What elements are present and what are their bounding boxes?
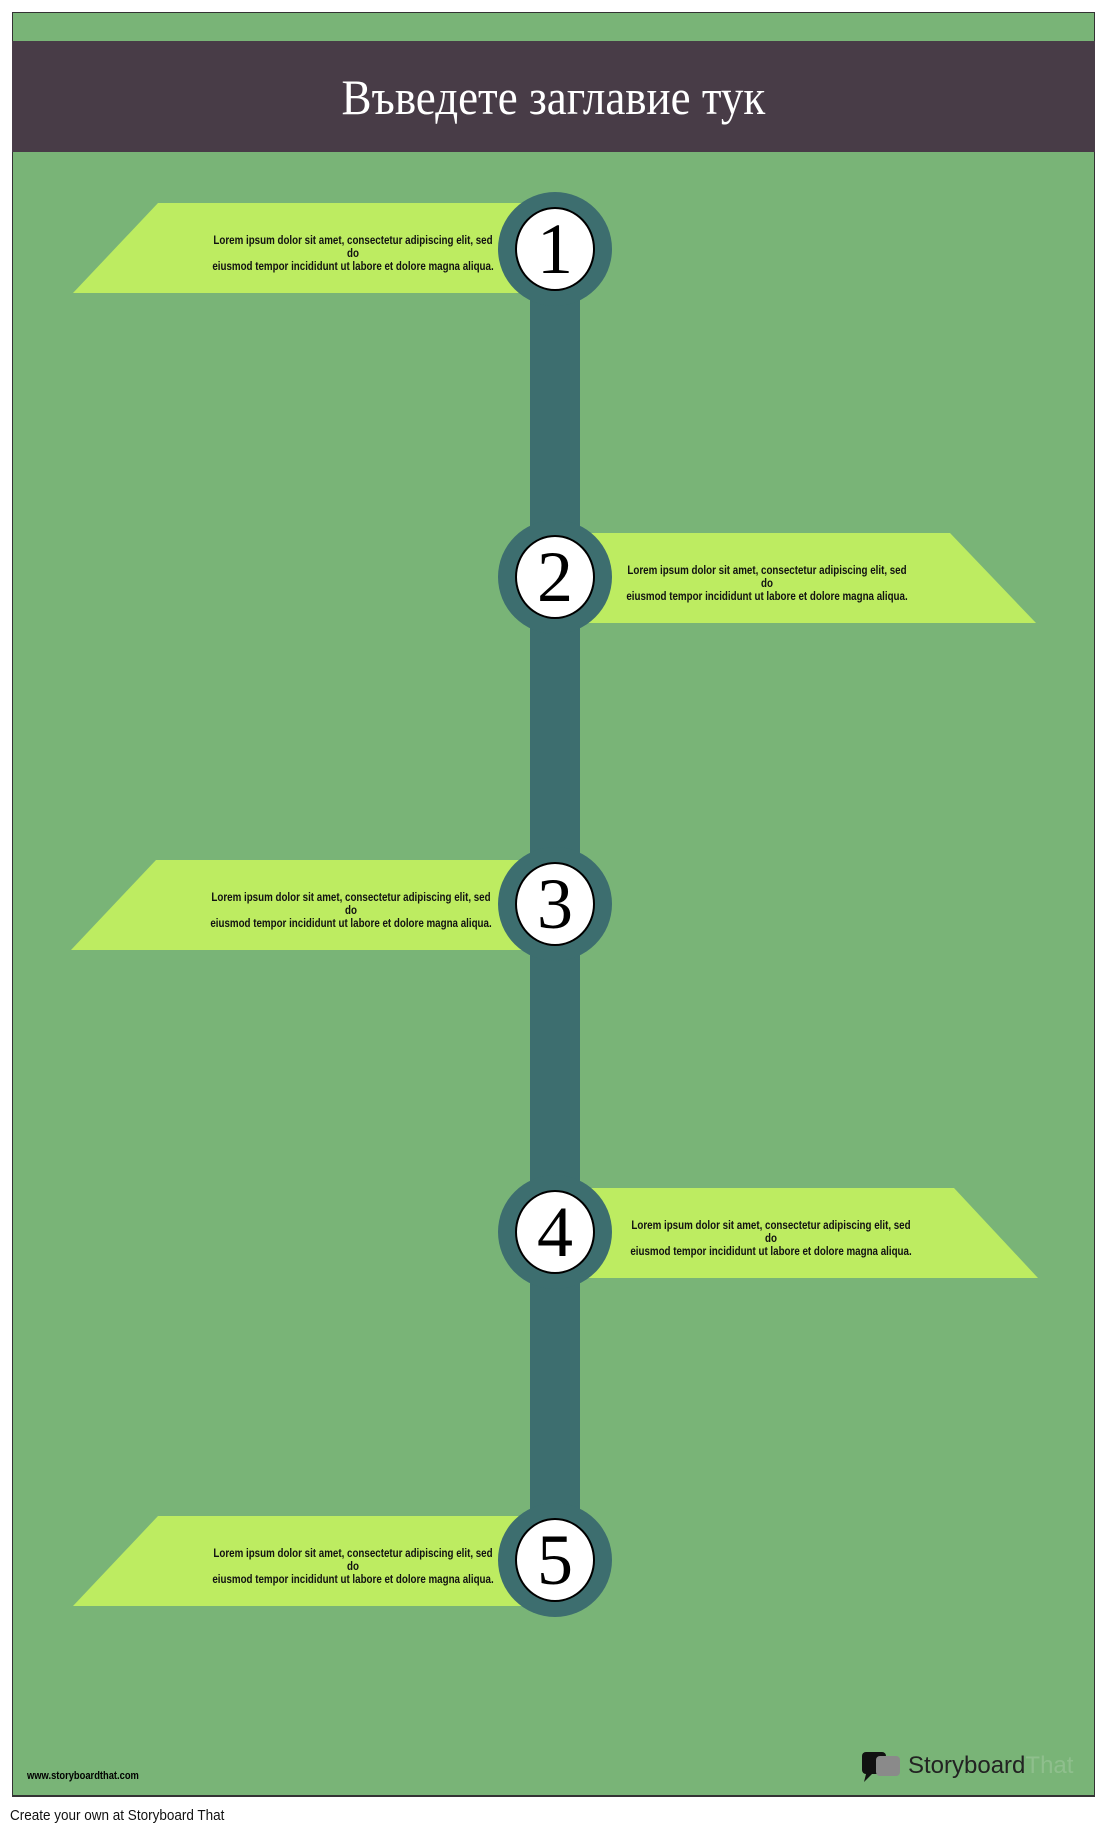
step-marker-3: 3 [498,847,612,961]
step-text-3[interactable]: Lorem ipsum dolor sit amet, consectetur … [210,892,492,930]
step-banner-2: Lorem ipsum dolor sit amet, consectetur … [582,533,1036,623]
step-banner-3: Lorem ipsum dolor sit amet, consectetur … [71,860,527,950]
step-number-4: 4 [515,1190,595,1274]
step-banner-5: Lorem ipsum dolor sit amet, consectetur … [73,1516,527,1606]
step-text-2[interactable]: Lorem ipsum dolor sit amet, consectetur … [626,565,908,603]
watermark-url: www.storyboardthat.com [27,1770,139,1782]
poster-title[interactable]: Въведете заглавие тук [341,68,766,125]
step-marker-2: 2 [498,520,612,634]
step-text-5[interactable]: Lorem ipsum dolor sit amet, consectetur … [212,1548,494,1586]
speech-bubble-icon [862,1752,900,1782]
step-marker-5: 5 [498,1503,612,1617]
logo-text-that: That [1025,1752,1074,1779]
step-text-4[interactable]: Lorem ipsum dolor sit amet, consectetur … [630,1220,912,1258]
step-number-5: 5 [515,1518,595,1602]
step-number-2: 2 [515,535,595,619]
create-your-own-link[interactable]: Create your own at Storyboard That [10,1807,225,1824]
step-banner-1: Lorem ipsum dolor sit amet, consectetur … [73,203,527,293]
step-number-1: 1 [515,207,595,291]
step-text-1[interactable]: Lorem ipsum dolor sit amet, consectetur … [212,235,494,273]
step-marker-1: 1 [498,192,612,306]
logo-text: Storyboard [908,1752,1026,1779]
step-banner-4: Lorem ipsum dolor sit amet, consectetur … [582,1188,1038,1278]
step-number-3: 3 [515,862,595,946]
title-bar: Въведете заглавие тук [12,41,1095,152]
step-marker-4: 4 [498,1175,612,1289]
storyboardthat-logo: StoryboardThat [862,1750,1073,1782]
